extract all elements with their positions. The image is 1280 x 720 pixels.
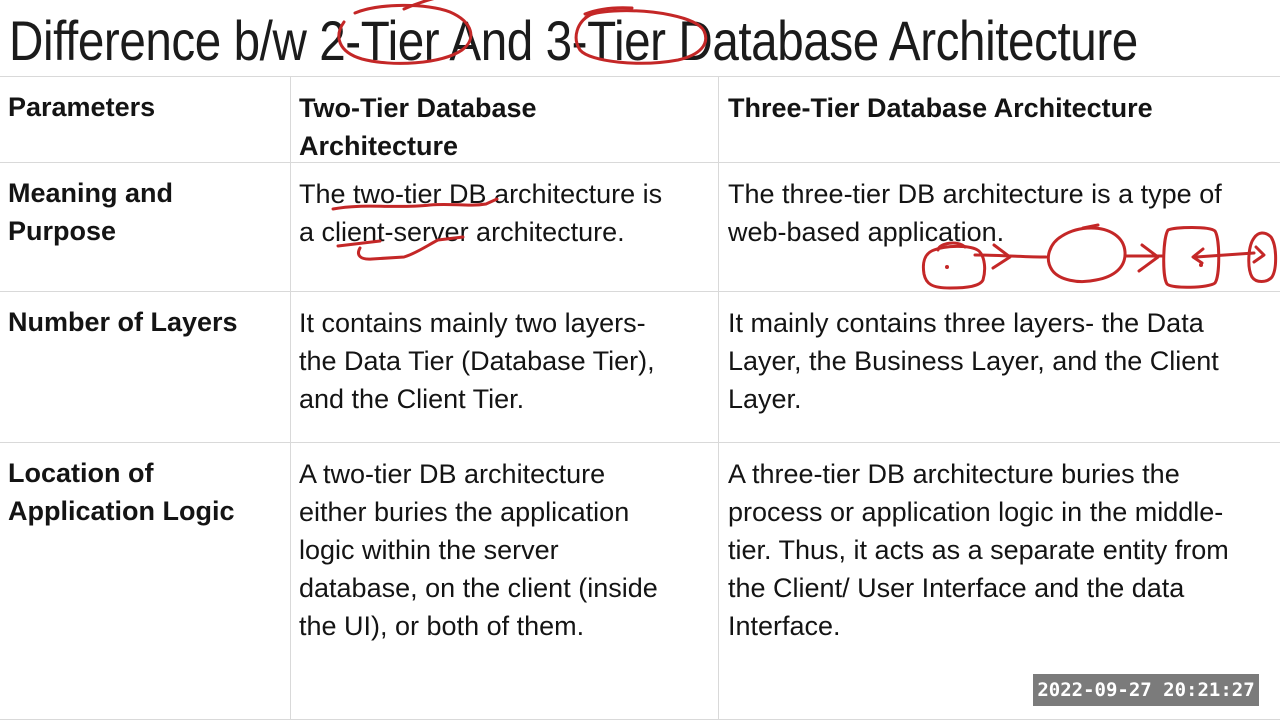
comparison-table: Parameters Two-Tier Database Architectur… <box>0 76 1280 720</box>
table-row-layers-two-tier: It contains mainly two layers- the Data … <box>290 291 718 442</box>
table-row-meaning-three-tier: The three-tier DB architecture is a type… <box>718 162 1280 291</box>
header-three-tier-label: Three-Tier Database Architecture <box>728 93 1153 123</box>
table-row-logic-three-tier: A three-tier DB architecture buries the … <box>718 442 1280 720</box>
header-parameters: Parameters <box>0 76 290 162</box>
video-timestamp-badge: 2022-09-27 20:21:27 <box>1033 674 1259 706</box>
header-two-tier-label: Two-Tier Database Architecture <box>299 93 537 161</box>
table-row-meaning-two-tier: The two-tier DB architecture is a client… <box>290 162 718 291</box>
table-row-logic-two-tier: A two-tier DB architecture either buries… <box>290 442 718 720</box>
header-parameters-label: Parameters <box>8 92 156 122</box>
param-label: Meaning and Purpose <box>8 178 174 246</box>
header-two-tier: Two-Tier Database Architecture <box>290 76 718 162</box>
table-row-layers-three-tier: It mainly contains three layers- the Dat… <box>718 291 1280 442</box>
param-label: Number of Layers <box>8 307 238 337</box>
header-three-tier: Three-Tier Database Architecture <box>718 76 1280 162</box>
slide-title: Difference b/w 2-Tier And 3-Tier Databas… <box>9 9 1138 72</box>
table-row-layers-param: Number of Layers <box>0 291 290 442</box>
table-row-meaning-param: Meaning and Purpose <box>0 162 290 291</box>
table-row-logic-param: Location of Application Logic <box>0 442 290 720</box>
param-label: Location of Application Logic <box>8 458 235 526</box>
